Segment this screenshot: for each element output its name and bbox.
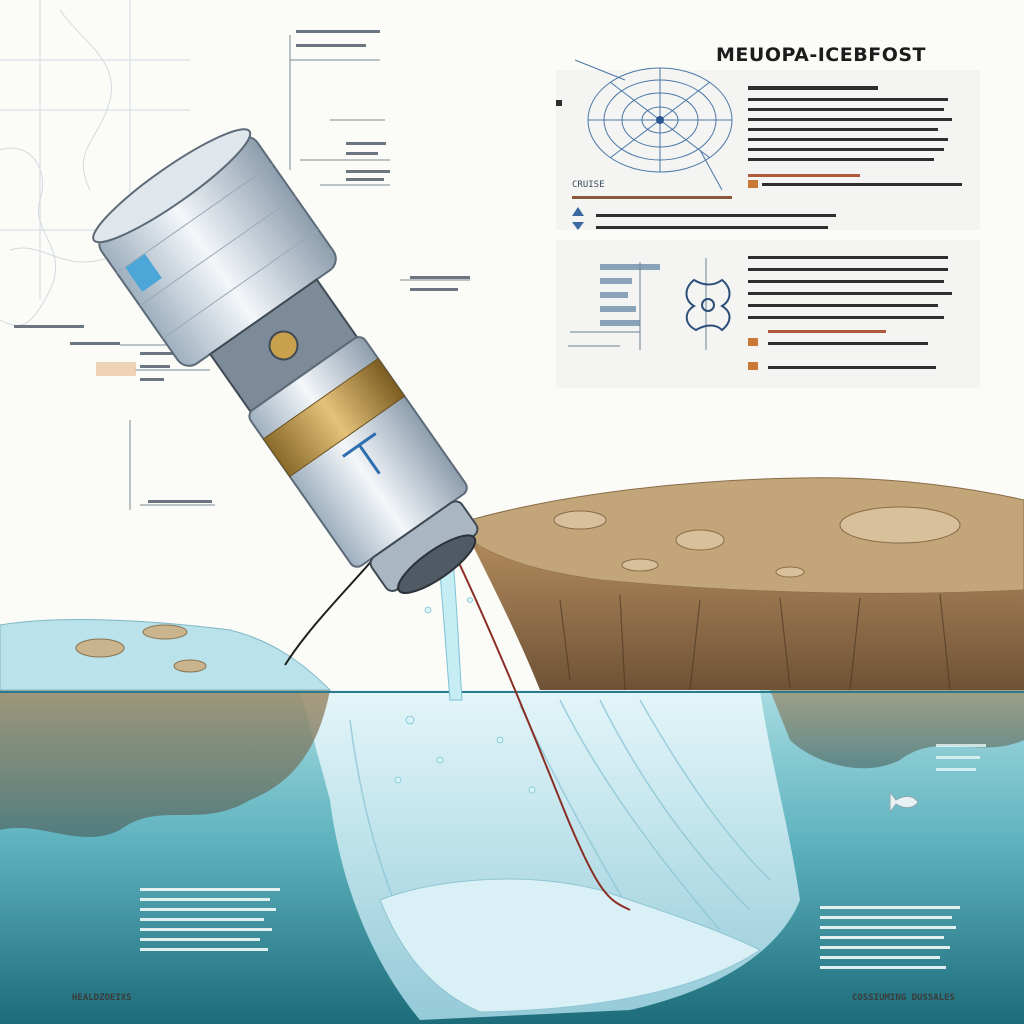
left-orange-marker xyxy=(96,362,136,376)
top-panel-orange-bullet xyxy=(748,180,758,188)
cliff-fractures xyxy=(559,593,951,691)
ice-rubble-floor xyxy=(379,878,761,1013)
info-panel-middle xyxy=(556,240,980,388)
middle-panel-orange-bullet-2 xyxy=(748,362,758,370)
bottom-left-text-block xyxy=(140,888,280,951)
bottom-right-text-block xyxy=(820,906,960,969)
probe-top-cap xyxy=(92,128,252,244)
left-submerged-cliff xyxy=(0,690,330,838)
middle-panel-text xyxy=(748,256,952,369)
probe-tether-cable xyxy=(427,499,631,911)
top-panel-text xyxy=(572,86,962,229)
probe-blue-panel xyxy=(124,253,162,292)
right-ocean-annotation xyxy=(936,744,986,771)
grid-center-dot xyxy=(656,116,664,124)
probe-core-port xyxy=(268,330,299,361)
top-panel-marker-icons xyxy=(556,100,584,230)
water-droplets xyxy=(394,556,536,794)
right-plateau-top xyxy=(469,477,1024,594)
probe-nozzle xyxy=(397,534,477,594)
small-fish-icon xyxy=(889,790,919,814)
probe-gold-band xyxy=(262,357,406,478)
plateau-rocks xyxy=(553,506,961,578)
middle-panel-orange-bullet-1 xyxy=(748,338,758,346)
left-shelf-rocks xyxy=(75,624,207,673)
right-plateau-cliff xyxy=(470,540,1024,690)
background-map-sketch xyxy=(0,0,190,327)
left-ice-shelf-surface xyxy=(0,619,332,691)
right-submerged-cliff xyxy=(770,690,1024,769)
left-text-lines xyxy=(14,30,470,503)
footer-left-label: HEALDZOEIXS xyxy=(72,993,132,1003)
probe-blue-marking xyxy=(342,432,381,475)
diagram-caption: CRUISE xyxy=(572,180,605,190)
middle-panel-lines xyxy=(568,258,707,350)
footer-right-label: COSSIUMING DUSSALES xyxy=(852,993,955,1003)
middle-panel-bars xyxy=(600,264,660,326)
molecule-structure-icon xyxy=(685,278,731,332)
cryobot-probe xyxy=(92,128,479,594)
infographic-title: MEUOPA-ICEBFOST xyxy=(716,44,926,66)
